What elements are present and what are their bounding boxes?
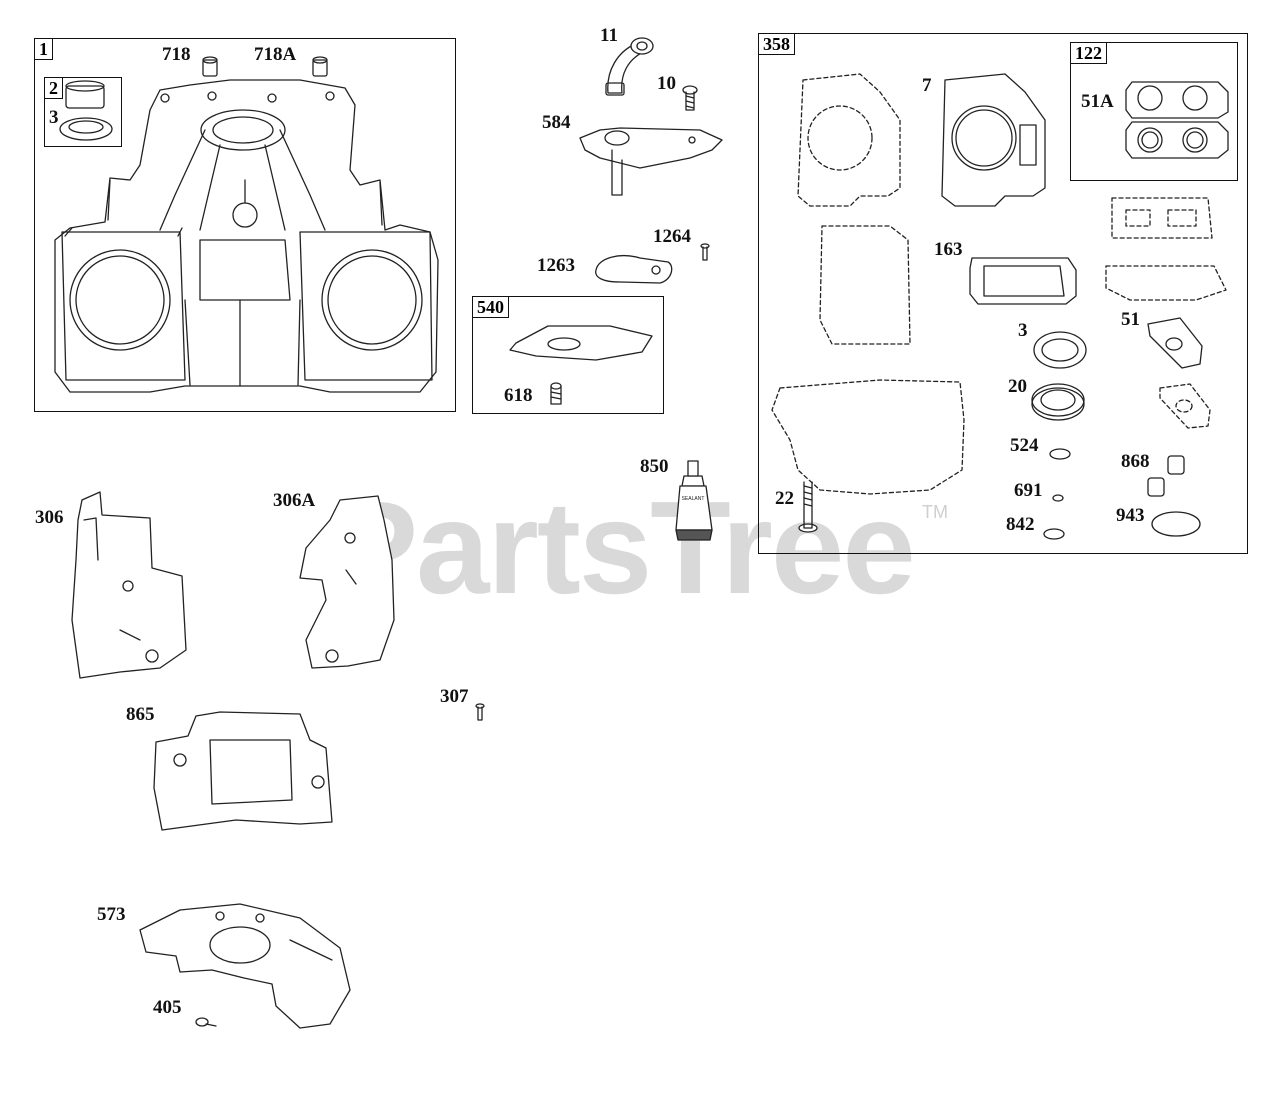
screw-405-part[interactable] bbox=[195, 1017, 217, 1027]
label-618[interactable]: 618 bbox=[504, 385, 533, 406]
o-ring-842-part[interactable] bbox=[1043, 528, 1065, 540]
group-box-358 bbox=[758, 33, 1248, 554]
label-7[interactable]: 7 bbox=[922, 75, 932, 96]
gasket-122-part[interactable] bbox=[1125, 81, 1229, 159]
label-10[interactable]: 10 bbox=[657, 73, 676, 94]
label-3-seal[interactable]: 3 bbox=[49, 107, 59, 128]
label-163[interactable]: 163 bbox=[934, 239, 963, 260]
label-3-ring[interactable]: 3 bbox=[1018, 320, 1028, 341]
head-gasket-7-part[interactable] bbox=[941, 73, 1046, 207]
group-box-1 bbox=[34, 38, 456, 412]
group-tag-2: 2 bbox=[44, 77, 63, 99]
label-718A[interactable]: 718A bbox=[254, 44, 297, 65]
group-box-540 bbox=[472, 296, 664, 414]
label-865[interactable]: 865 bbox=[126, 704, 155, 725]
label-306[interactable]: 306 bbox=[35, 507, 64, 528]
label-22[interactable]: 22 bbox=[775, 488, 794, 509]
screw-1264-part[interactable] bbox=[700, 243, 710, 261]
bracket-584-part[interactable] bbox=[579, 127, 723, 196]
cap-868-part[interactable] bbox=[1147, 455, 1185, 497]
label-842[interactable]: 842 bbox=[1006, 514, 1035, 535]
dipstick-tube-part[interactable] bbox=[605, 37, 654, 96]
group-tag-540: 540 bbox=[472, 296, 509, 318]
dowel-718-part[interactable] bbox=[202, 56, 218, 77]
label-307[interactable]: 307 bbox=[440, 686, 469, 707]
screw-618-part[interactable] bbox=[550, 382, 562, 405]
plate-1263-part[interactable] bbox=[595, 255, 673, 284]
ring-3-part[interactable] bbox=[1033, 331, 1087, 369]
seal-20-part[interactable] bbox=[1031, 383, 1085, 421]
label-306A[interactable]: 306A bbox=[273, 490, 316, 511]
gasket-163-part[interactable] bbox=[969, 257, 1077, 305]
plate-540-part[interactable] bbox=[509, 325, 653, 361]
blower-housing-573-part[interactable] bbox=[139, 903, 351, 1029]
o-ring-691-part[interactable] bbox=[1052, 494, 1064, 502]
sealant-tube-part[interactable] bbox=[675, 460, 713, 541]
watermark: PartsTree bbox=[330, 474, 916, 621]
label-691[interactable]: 691 bbox=[1014, 480, 1043, 501]
screw-307-part[interactable] bbox=[475, 703, 485, 721]
o-ring-524-part[interactable] bbox=[1049, 448, 1071, 460]
sealant-tube-text: SEALANT bbox=[682, 496, 705, 502]
air-guide-865-part[interactable] bbox=[153, 711, 333, 831]
label-20[interactable]: 20 bbox=[1008, 376, 1027, 397]
watermark-trademark: TM bbox=[922, 502, 948, 522]
air-guide-306-part[interactable] bbox=[71, 491, 187, 679]
screw-10-part[interactable] bbox=[682, 85, 698, 111]
gasket-dashed-51-part[interactable] bbox=[1159, 383, 1211, 429]
air-guide-306A-part[interactable] bbox=[299, 495, 395, 669]
bolt-22-part[interactable] bbox=[798, 481, 818, 533]
crankcase-gasket-dashed-part[interactable] bbox=[771, 379, 965, 495]
group-box-122 bbox=[1070, 42, 1238, 181]
label-51A[interactable]: 51A bbox=[1081, 91, 1114, 112]
label-1263[interactable]: 1263 bbox=[537, 255, 575, 276]
valve-cover-gasket-dashed-part[interactable] bbox=[819, 225, 911, 345]
label-850[interactable]: 850 bbox=[640, 456, 669, 477]
group-tag-122: 122 bbox=[1070, 42, 1107, 64]
head-gasket-dashed-part[interactable] bbox=[797, 73, 901, 207]
cylinder-block-part[interactable] bbox=[54, 79, 439, 393]
label-868[interactable]: 868 bbox=[1121, 451, 1150, 472]
intake-gasket-dashed-part[interactable] bbox=[1105, 197, 1227, 301]
gasket-51-part[interactable] bbox=[1147, 317, 1203, 369]
group-tag-358: 358 bbox=[758, 33, 795, 55]
group-tag-1: 1 bbox=[34, 38, 53, 60]
group-box-2 bbox=[44, 77, 122, 147]
bushing-part[interactable] bbox=[65, 80, 105, 109]
label-11[interactable]: 11 bbox=[600, 25, 618, 46]
label-51[interactable]: 51 bbox=[1121, 309, 1140, 330]
dowel-718A-part[interactable] bbox=[312, 56, 328, 77]
label-1264[interactable]: 1264 bbox=[653, 226, 691, 247]
oil-seal-part[interactable] bbox=[59, 117, 113, 141]
label-943[interactable]: 943 bbox=[1116, 505, 1145, 526]
label-584[interactable]: 584 bbox=[542, 112, 571, 133]
o-ring-943-part[interactable] bbox=[1151, 511, 1201, 537]
label-405[interactable]: 405 bbox=[153, 997, 182, 1018]
label-524[interactable]: 524 bbox=[1010, 435, 1039, 456]
label-573[interactable]: 573 bbox=[97, 904, 126, 925]
label-718[interactable]: 718 bbox=[162, 44, 191, 65]
